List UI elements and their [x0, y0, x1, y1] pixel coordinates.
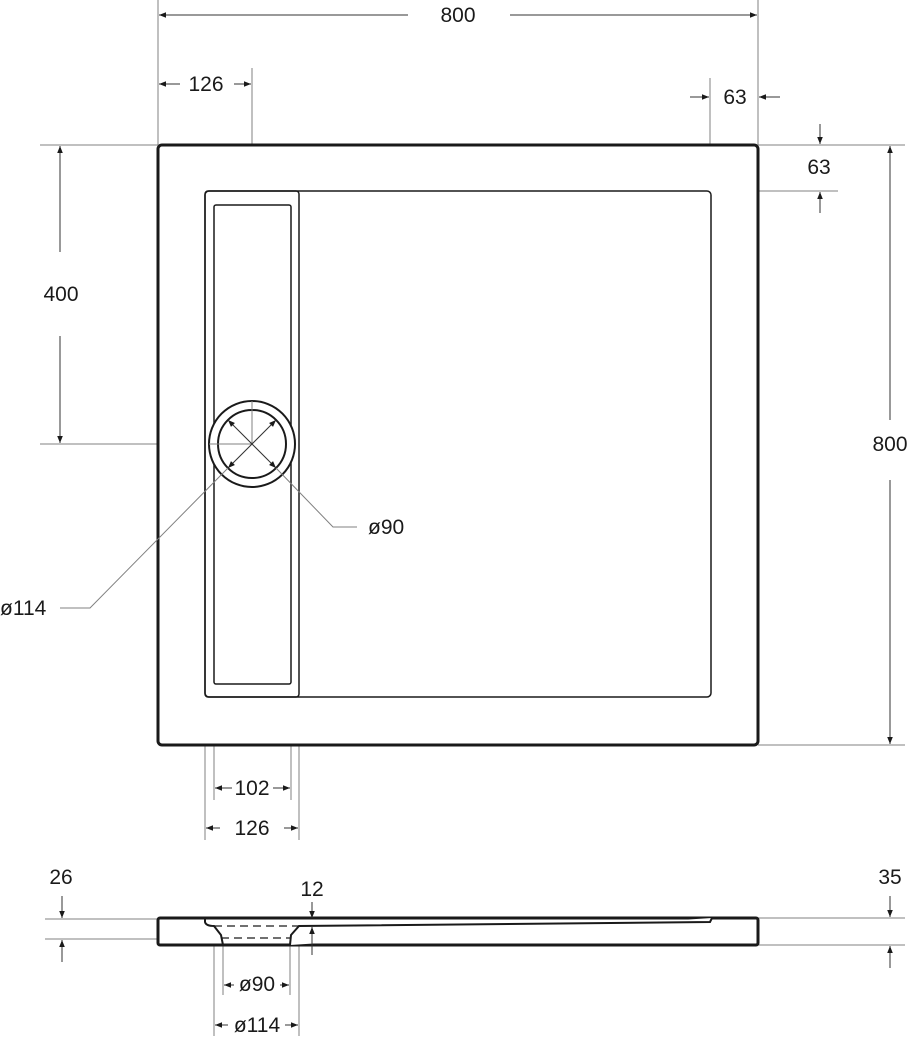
drain-offset-y-label: 400: [43, 283, 78, 306]
drain-channel: [204, 190, 300, 698]
drain-inner-diameter-label: ø90: [368, 516, 404, 539]
dim-overall-width: 800: [159, 4, 757, 27]
side-view: [45, 916, 905, 1036]
side-drain-inner-label: ø90: [239, 973, 275, 996]
recess-depth-label: 12: [300, 878, 323, 901]
dim-channel-inner: 102: [215, 777, 290, 800]
channel-inner-label: 102: [234, 777, 269, 800]
drain-offset-x-label: 126: [188, 73, 223, 96]
dim-recess-depth: 12: [300, 878, 324, 955]
height-right-label: 35: [878, 866, 901, 889]
dim-channel-outer: 126: [206, 817, 298, 840]
dim-side-drain-outer: ø114: [215, 1014, 298, 1037]
dim-height-right: 35: [878, 866, 902, 968]
rim-side-label: 63: [723, 86, 746, 109]
side-drain-outer-label: ø114: [234, 1014, 281, 1037]
overall-length-label: 800: [872, 433, 907, 456]
leader-drain-outer: ø114: [0, 467, 229, 620]
dim-rim-top: 63: [807, 124, 831, 213]
overall-width-label: 800: [440, 4, 475, 27]
rim-top-label: 63: [807, 156, 830, 179]
drain-outer-diameter-label: ø114: [0, 597, 47, 620]
dim-height-left: 26: [49, 866, 73, 962]
plan-view: [156, 143, 760, 747]
dim-rim-side: 63: [690, 86, 780, 109]
leader-drain-inner: ø90: [275, 467, 404, 539]
channel-outer-label: 126: [234, 817, 269, 840]
dim-drain-offset-x: 126: [159, 73, 251, 96]
tray-outline: [156, 143, 760, 747]
dim-overall-length: 800: [872, 146, 908, 744]
dim-drain-offset-y: 400: [43, 146, 79, 443]
height-left-label: 26: [49, 866, 72, 889]
dim-side-drain-inner: ø90: [224, 973, 289, 996]
